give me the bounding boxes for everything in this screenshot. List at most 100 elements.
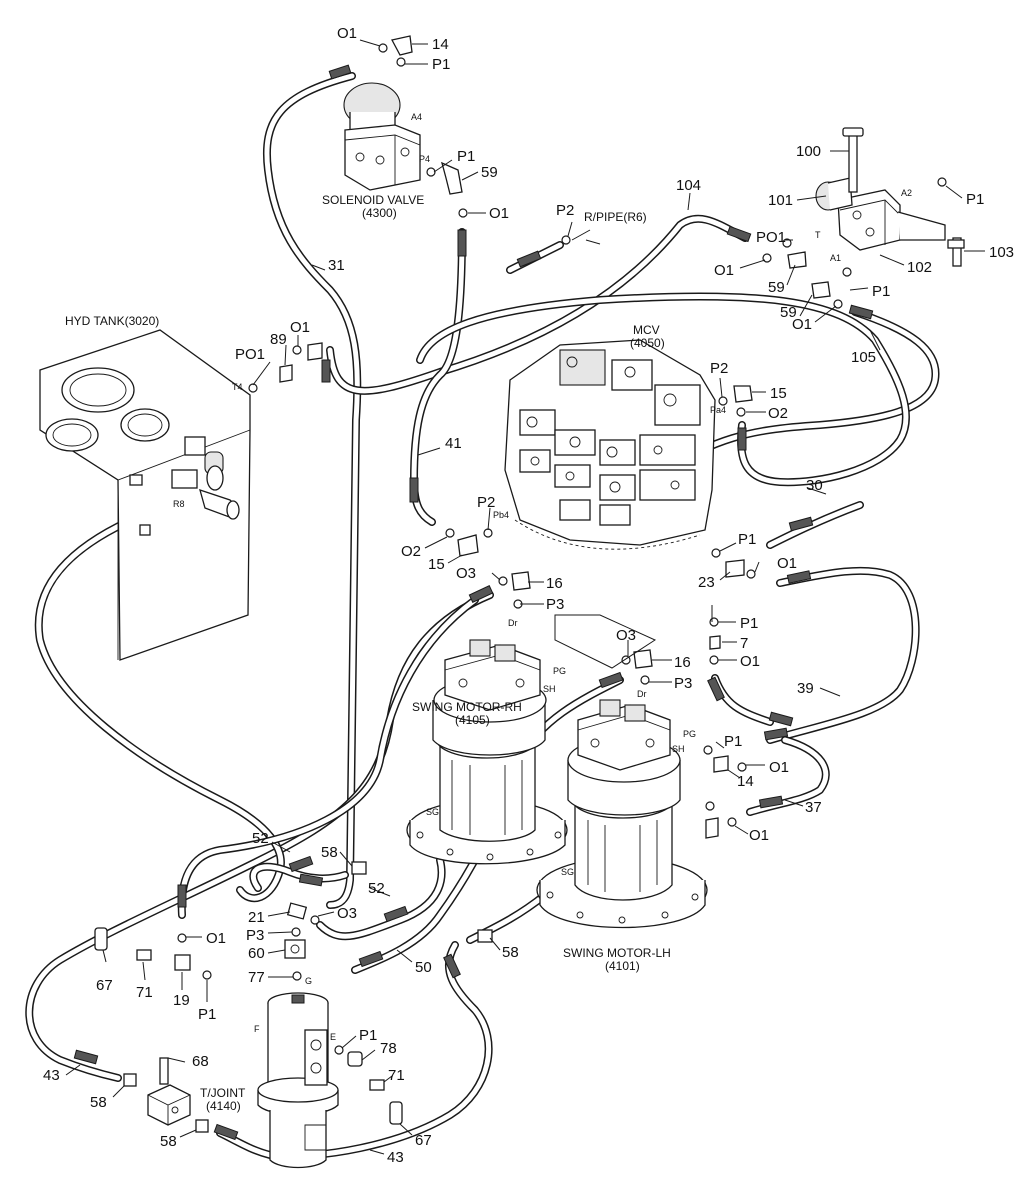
port-label-sg-lh: SG xyxy=(561,867,574,877)
solenoid-valve-label: SOLENOID VALVE xyxy=(322,193,424,207)
callout-67: 67 xyxy=(96,977,113,994)
callout-p3: P3 xyxy=(674,675,692,692)
callout-52: 52 xyxy=(252,830,269,847)
callout-71: 71 xyxy=(136,984,153,1001)
port-label-f: F xyxy=(254,1024,260,1034)
callout-39: 39 xyxy=(797,680,814,697)
fittings xyxy=(94,35,947,1133)
callout-30: 30 xyxy=(806,477,823,494)
callout-41: 41 xyxy=(445,435,462,452)
callout-o3: O3 xyxy=(456,565,476,582)
port-label-dr-rh: Dr xyxy=(508,618,518,628)
callout-68: 68 xyxy=(192,1053,209,1070)
callout-p3: P3 xyxy=(246,927,264,944)
port-label-dr-lh: Dr xyxy=(637,689,647,699)
turning-joint: E F G xyxy=(254,976,339,1169)
callout-105: 105 xyxy=(851,349,876,366)
callout-7: 7 xyxy=(740,635,748,652)
hose-ferrules xyxy=(73,64,874,1141)
callout-58: 58 xyxy=(160,1133,177,1150)
callout-21: 21 xyxy=(248,909,265,926)
port-label-a4: A4 xyxy=(411,112,422,122)
callout-po1: PO1 xyxy=(235,346,265,363)
hose-52 xyxy=(249,856,446,941)
callout-43: 43 xyxy=(43,1067,60,1084)
callout-14: 14 xyxy=(432,36,449,53)
port-label-t4: T4 xyxy=(232,382,243,392)
callout-o1: O1 xyxy=(792,316,812,333)
callout-o1: O1 xyxy=(489,205,509,222)
callout-p3: P3 xyxy=(546,596,564,613)
callout-p1: P1 xyxy=(359,1027,377,1044)
callout-77: 77 xyxy=(248,969,265,986)
callout-58: 58 xyxy=(321,844,338,861)
callout-59: 59 xyxy=(780,304,797,321)
port-label-a2: A2 xyxy=(901,188,912,198)
manifold-block-68 xyxy=(147,1057,191,1126)
callout-o1: O1 xyxy=(337,25,357,42)
callout-p1: P1 xyxy=(966,191,984,208)
callout-p2: P2 xyxy=(477,494,495,511)
hyd-tank-label: HYD TANK(3020) xyxy=(65,314,159,328)
callout-102: 102 xyxy=(907,259,932,276)
callout-p1: P1 xyxy=(457,148,475,165)
callout-50: 50 xyxy=(415,959,432,976)
callout-103: 103 xyxy=(989,244,1014,261)
callout-p2: P2 xyxy=(710,360,728,377)
swing-motor-lh: Dr PG SH SG xyxy=(536,689,708,929)
callout-o3: O3 xyxy=(337,905,357,922)
callout-37: 37 xyxy=(805,799,822,816)
port-label-sg-rh: SG xyxy=(426,807,439,817)
callout-labels: O1 14 P1 P1 59 O1 31 PO1 89 O1 P2 R/PIPE… xyxy=(43,25,1014,1166)
callout-58: 58 xyxy=(90,1094,107,1111)
hose-104 xyxy=(326,214,749,395)
callout-16: 16 xyxy=(546,575,563,592)
callout-78: 78 xyxy=(380,1040,397,1057)
callout-o1: O1 xyxy=(740,653,760,670)
hose-105 xyxy=(656,308,940,474)
callout-67: 67 xyxy=(415,1132,432,1149)
callout-31: 31 xyxy=(328,257,345,274)
callout-16: 16 xyxy=(674,654,691,671)
valve-block-top-right: A2 A1 T xyxy=(815,127,965,267)
port-label-g: G xyxy=(305,976,312,986)
callout-101: 101 xyxy=(768,192,793,209)
callout-15: 15 xyxy=(770,385,787,402)
callout-60: 60 xyxy=(248,945,265,962)
main-control-valve: Pa4 Pb4 xyxy=(493,339,726,550)
swing-motor-lh-number: (4101) xyxy=(605,959,640,973)
mcv-number: (4050) xyxy=(630,336,665,350)
callout-52: 52 xyxy=(368,880,385,897)
mcv-label: MCV xyxy=(633,323,660,337)
callout-58: 58 xyxy=(502,944,519,961)
callout-o1: O1 xyxy=(206,930,226,947)
port-label-a1: A1 xyxy=(830,253,841,263)
callout-43: 43 xyxy=(387,1149,404,1166)
callout-o3: O3 xyxy=(616,627,636,644)
callout-14: 14 xyxy=(737,773,754,790)
port-label-e: E xyxy=(330,1032,336,1042)
callout-19: 19 xyxy=(173,992,190,1009)
r-pipe-label: R/PIPE(R6) xyxy=(584,210,647,224)
callout-o1: O1 xyxy=(769,759,789,776)
port-label-pg-lh: PG xyxy=(683,729,696,739)
t-joint-label: T/JOINT xyxy=(200,1086,246,1100)
port-label-r8: R8 xyxy=(173,499,185,509)
callout-104: 104 xyxy=(676,177,701,194)
port-label-t: T xyxy=(815,230,821,240)
callout-o1: O1 xyxy=(290,319,310,336)
callout-o2: O2 xyxy=(401,543,421,560)
port-label-sh-lh: SH xyxy=(672,744,685,754)
callout-p1: P1 xyxy=(198,1006,216,1023)
callout-o1: O1 xyxy=(777,555,797,572)
swing-motor-lh-label: SWING MOTOR-LH xyxy=(563,946,671,960)
leader-lines xyxy=(65,39,985,1155)
callout-15: 15 xyxy=(428,556,445,573)
solenoid-valve-number: (4300) xyxy=(362,206,397,220)
callout-p1: P1 xyxy=(724,733,742,750)
port-label-p4: P4 xyxy=(419,154,430,164)
callout-p1: P1 xyxy=(432,56,450,73)
swing-motor-rh: Dr PG SH SG xyxy=(406,618,568,865)
